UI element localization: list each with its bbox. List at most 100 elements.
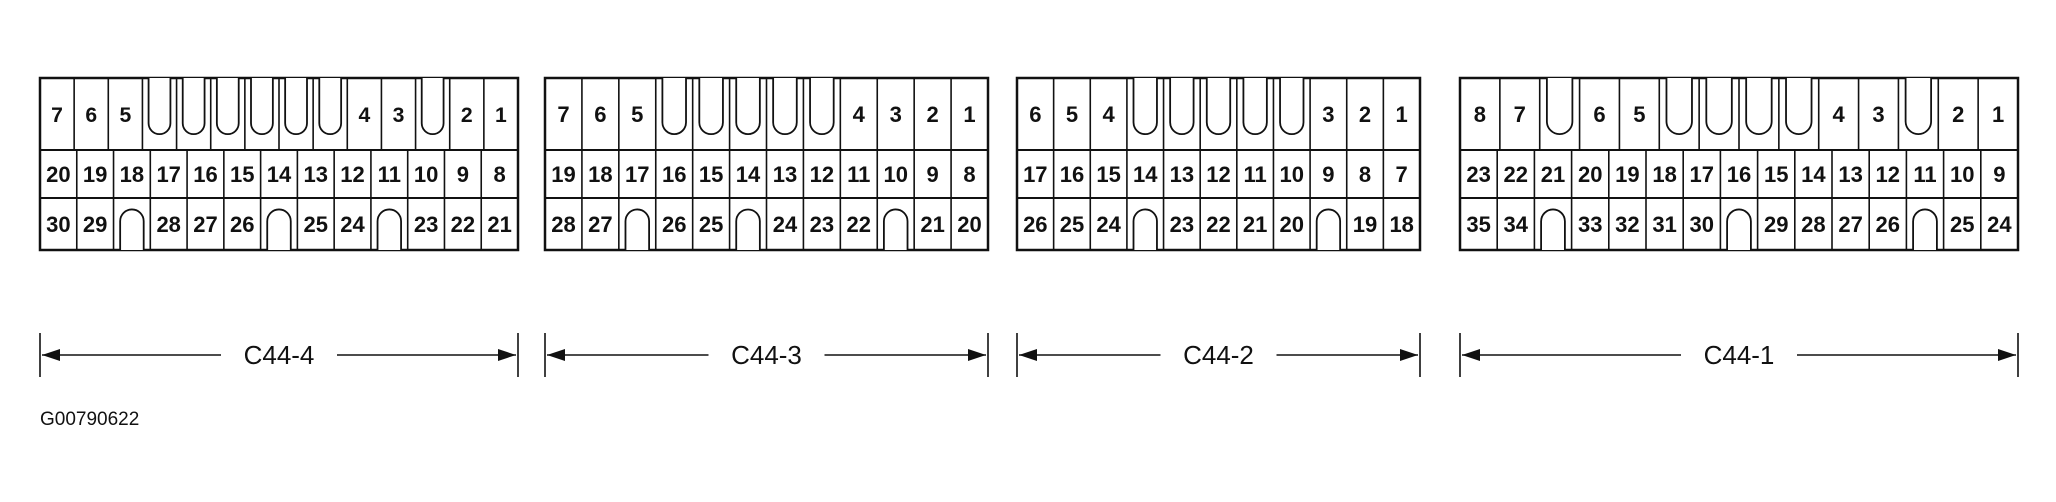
pin-number: 34 xyxy=(1504,212,1529,237)
pin-number: 19 xyxy=(83,162,107,187)
pin-number: 14 xyxy=(1801,162,1826,187)
pin-number: 3 xyxy=(393,104,405,127)
pin-number: 28 xyxy=(1801,212,1825,237)
pin-number: 25 xyxy=(1060,212,1084,237)
arrow-right-icon xyxy=(1400,349,1418,361)
pin-number: 19 xyxy=(551,162,575,187)
pin-number: 14 xyxy=(736,162,761,187)
keying-notch xyxy=(1726,208,1752,250)
pin-number: 26 xyxy=(1023,212,1047,237)
keying-notch xyxy=(266,208,292,250)
keying-notch xyxy=(1315,208,1342,250)
pin-number: 21 xyxy=(1243,212,1267,237)
keying-notch xyxy=(318,78,343,135)
pin-number: 12 xyxy=(810,162,834,187)
pin-number: 23 xyxy=(414,212,438,237)
pin-number: 11 xyxy=(847,162,870,187)
pin-number: 14 xyxy=(1133,162,1158,187)
keying-notch xyxy=(882,208,909,250)
keying-notch xyxy=(1745,78,1773,136)
keying-notch xyxy=(809,78,835,135)
pin-number: 20 xyxy=(46,162,70,187)
pin-number: 32 xyxy=(1615,212,1639,237)
connector-label: C44-2 xyxy=(1183,340,1254,370)
connector-label: C44-1 xyxy=(1704,340,1775,370)
keying-notch xyxy=(147,78,172,135)
keying-notch xyxy=(1279,78,1305,135)
pin-number: 3 xyxy=(1322,102,1334,127)
pin-number: 6 xyxy=(594,102,606,127)
pin-number: 15 xyxy=(230,162,254,187)
pin-number: 1 xyxy=(1396,102,1408,127)
pin-number: 5 xyxy=(631,102,643,127)
pin-number: 17 xyxy=(1690,162,1714,187)
pin-number: 29 xyxy=(1764,212,1788,237)
pin-number: 23 xyxy=(810,212,834,237)
pin-number: 35 xyxy=(1466,212,1490,237)
pin-number: 15 xyxy=(699,162,723,187)
pin-number: 30 xyxy=(46,212,70,237)
keying-notch xyxy=(624,208,651,250)
pin-number: 9 xyxy=(1993,162,2005,187)
keying-notch xyxy=(1785,78,1813,136)
keying-notch xyxy=(735,78,761,135)
pin-number: 8 xyxy=(1474,102,1486,127)
pin-number: 26 xyxy=(1876,212,1900,237)
figure-id: G00790622 xyxy=(40,409,139,430)
arrow-left-icon xyxy=(1019,349,1037,361)
pin-number: 8 xyxy=(1359,162,1371,187)
pin-number: 25 xyxy=(1950,212,1974,237)
keying-notch xyxy=(376,208,402,250)
pin-number: 8 xyxy=(963,162,975,187)
pin-number: 6 xyxy=(1593,102,1605,127)
pin-number: 1 xyxy=(495,104,507,127)
keying-notch xyxy=(1545,78,1574,136)
connector-label: C44-4 xyxy=(244,340,315,370)
pin-number: 20 xyxy=(1578,162,1602,187)
pin-number: 3 xyxy=(1872,102,1884,127)
pin-number: 22 xyxy=(451,212,475,237)
arrow-left-icon xyxy=(1462,349,1480,361)
pin-number: 16 xyxy=(662,162,686,187)
pin-number: 6 xyxy=(1029,102,1041,127)
pin-number: 10 xyxy=(1950,162,1974,187)
pin-number: 28 xyxy=(156,212,180,237)
keying-notch xyxy=(1540,208,1566,250)
pin-number: 23 xyxy=(1170,212,1194,237)
pin-number: 27 xyxy=(1838,212,1862,237)
pin-number: 21 xyxy=(487,212,511,237)
pin-number: 14 xyxy=(267,162,292,187)
pin-number: 18 xyxy=(1389,212,1413,237)
pin-number: 19 xyxy=(1615,162,1639,187)
pin-number: 7 xyxy=(51,104,63,127)
keying-notch xyxy=(735,208,761,250)
pin-number: 16 xyxy=(193,162,217,187)
pin-number: 4 xyxy=(853,102,866,127)
pin-number: 11 xyxy=(1913,162,1936,187)
pin-number: 13 xyxy=(1838,162,1862,187)
pin-number: 27 xyxy=(193,212,217,237)
keying-notch xyxy=(181,78,206,135)
pin-number: 12 xyxy=(340,162,364,187)
connector-label: C44-3 xyxy=(731,340,802,370)
keying-notch xyxy=(698,78,724,135)
pin-number: 30 xyxy=(1690,212,1714,237)
pin-number: 1 xyxy=(1992,102,2004,127)
keying-notch xyxy=(119,208,145,250)
pin-number: 23 xyxy=(1466,162,1490,187)
pin-number: 5 xyxy=(1066,102,1078,127)
pin-number: 16 xyxy=(1060,162,1084,187)
pin-number: 18 xyxy=(120,162,144,187)
pin-number: 5 xyxy=(1633,102,1645,127)
pin-number: 22 xyxy=(1206,212,1230,237)
pin-number: 16 xyxy=(1727,162,1751,187)
keying-notch xyxy=(250,78,274,135)
pin-number: 20 xyxy=(957,212,981,237)
keying-notch xyxy=(772,78,798,135)
pin-number: 21 xyxy=(1541,162,1565,187)
pin-number: 33 xyxy=(1578,212,1602,237)
keying-notch xyxy=(1132,208,1158,250)
pin-number: 27 xyxy=(588,212,612,237)
